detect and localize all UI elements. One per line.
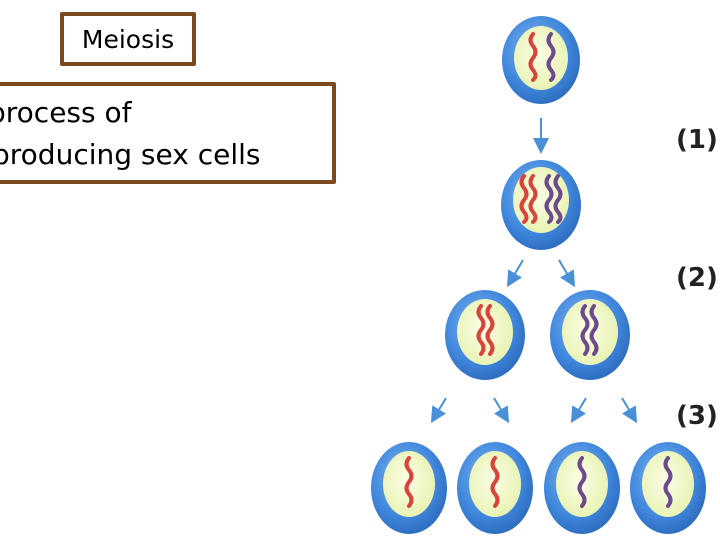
chromosome-red [528,32,538,82]
gamete-cell-4 [630,442,706,534]
gamete-cell-2 [457,442,533,534]
chromosome-red [485,304,495,356]
chromosome-red [519,174,529,224]
daughter-cell-left [445,290,525,380]
arrow-step-3-1 [430,397,447,424]
page-title: Meiosis [81,24,175,54]
title-box: Meiosis [60,12,196,66]
daughter-cell-right [550,290,630,380]
chromosome-purple [577,456,587,508]
chromosome-purple [663,456,673,508]
replicated-cell [501,160,581,250]
arrow-step-3-4 [621,397,638,424]
step-label-2: (2) [676,263,718,293]
arrow-step-2-right [558,259,576,288]
chromosome-purple [589,304,599,356]
chromosome-red [528,174,538,224]
step-label-3: (3) [676,401,718,431]
gamete-cell-3 [544,442,620,534]
arrow-step-3-3 [570,397,587,424]
step-label-1: (1) [676,125,718,155]
parent-cell [502,16,580,104]
definition-line-2: producing sex cells [0,138,261,171]
definition-box: process of producing sex cells [0,82,336,184]
chromosome-purple [546,32,556,82]
arrow-step-3-2 [493,397,510,424]
chromosome-red [404,456,414,508]
chromosome-purple [544,174,554,224]
chromosome-red [490,456,500,508]
chromosome-red [476,304,486,356]
chromosome-purple [553,174,563,224]
definition-line-1: process of [0,96,132,129]
arrow-step-2-left [506,259,524,288]
chromosome-purple [580,304,590,356]
gamete-cell-1 [371,442,447,534]
